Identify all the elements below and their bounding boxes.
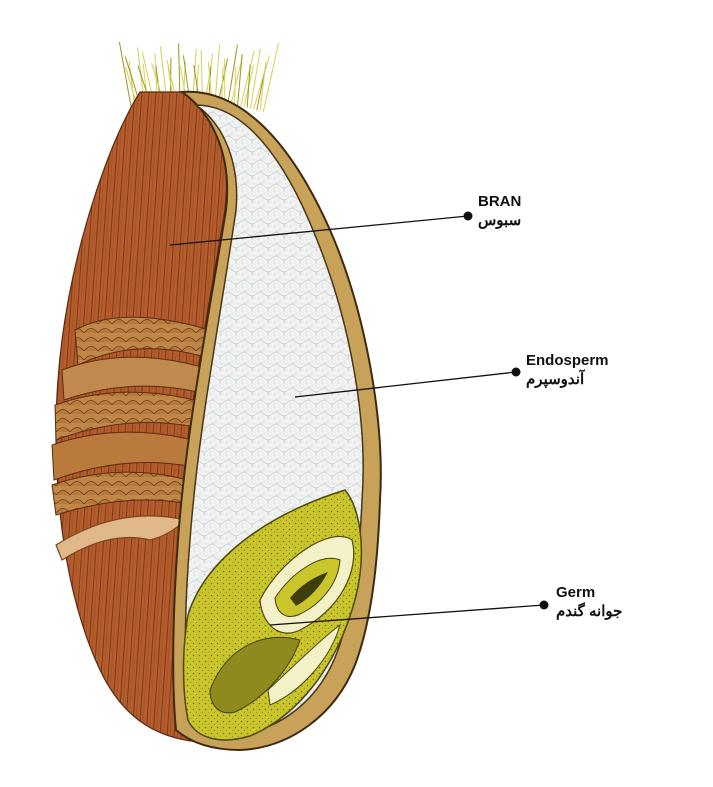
leader-endosperm (294, 367, 521, 398)
brush-hair (217, 58, 229, 102)
label-endosperm-fa: آندوسپرم (526, 370, 585, 388)
brush-hair (205, 54, 214, 101)
brush-hair (237, 53, 243, 106)
brush-hair (233, 66, 237, 105)
brush-hair (221, 66, 224, 102)
germ-embryo (182, 489, 363, 741)
brush-hair (262, 43, 280, 113)
brush-hair (230, 62, 242, 104)
label-endosperm-en: Endosperm (526, 352, 609, 369)
leader-bran (169, 211, 473, 246)
brush-hair (249, 48, 261, 109)
brush-hair (259, 61, 267, 112)
leader-germ (269, 600, 549, 626)
label-bran: BRAN سبوس (478, 193, 521, 231)
label-germ: Germ جوانه گندم (556, 584, 622, 622)
brush-hair (240, 50, 255, 106)
label-germ-en: Germ (556, 584, 596, 601)
brush-hair (118, 41, 133, 113)
label-bran-fa: سبوس (478, 211, 522, 229)
brush-hair (227, 44, 238, 104)
label-bran-en: BRAN (478, 193, 522, 210)
brush-hair (200, 50, 203, 101)
label-endosperm: Endosperm آندوسپرم (526, 352, 609, 390)
brush-hair (214, 44, 220, 102)
label-germ-fa: جوانه گندم (556, 602, 623, 620)
brush-hair (253, 55, 271, 110)
brush-hair (246, 64, 251, 108)
